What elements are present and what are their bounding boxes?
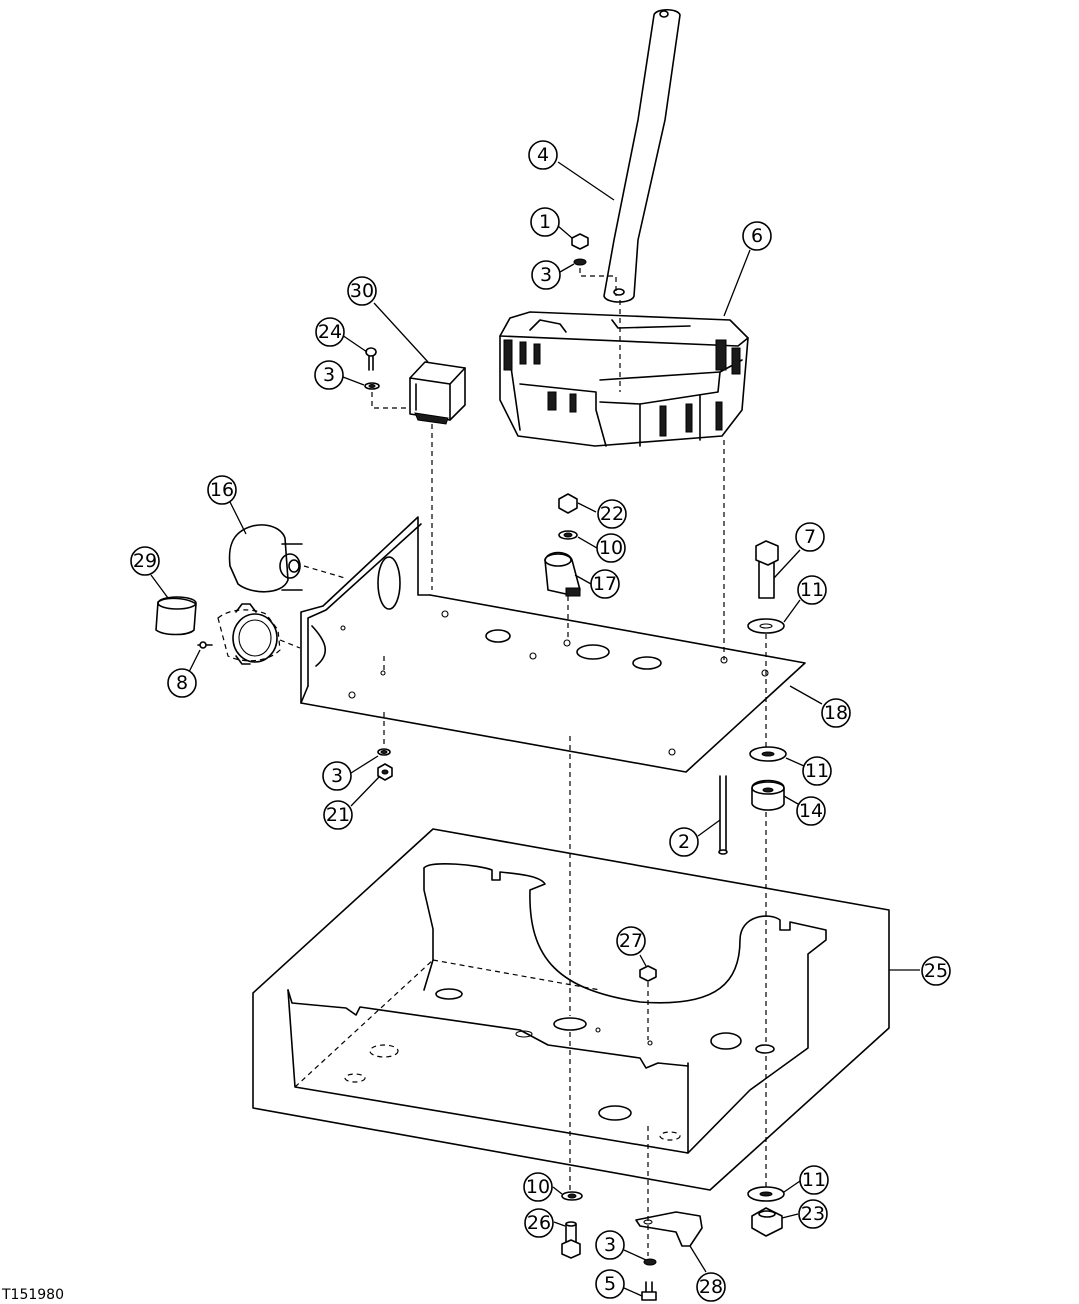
svg-text:11: 11 (802, 1169, 826, 1191)
part-24-screw (365, 347, 377, 371)
part-10-washer-top (558, 530, 578, 540)
part-27-nut (639, 965, 657, 982)
part-1-nut (571, 233, 589, 250)
part-6-control-unit (499, 311, 749, 447)
part-30-relay (409, 361, 466, 425)
svg-text:23: 23 (801, 1203, 825, 1225)
svg-text:6: 6 (751, 225, 763, 247)
part-21-nut (377, 763, 393, 781)
callout-26: 26 (524, 1208, 554, 1238)
svg-text:22: 22 (600, 503, 624, 525)
part-3-washer-relay (364, 382, 380, 390)
part-11-washer-bottom (747, 1186, 785, 1202)
callout-24: 24 (315, 317, 345, 347)
svg-text:30: 30 (350, 280, 374, 302)
callout-18: 18 (821, 698, 851, 728)
svg-text:3: 3 (331, 765, 343, 787)
assembly-lines (371, 268, 767, 1256)
part-7-bolt (755, 540, 779, 599)
callout-8: 8 (167, 668, 197, 698)
part-3-washer-plate (377, 748, 391, 756)
callout-10-bottom: 10 (523, 1172, 553, 1202)
svg-text:29: 29 (133, 550, 157, 572)
svg-text:4: 4 (537, 144, 549, 166)
callout-3-relay: 3 (314, 360, 344, 390)
part-11-washer-upper (747, 618, 785, 634)
callout-23: 23 (798, 1199, 828, 1229)
lower-tray (287, 863, 827, 1154)
callout-16: 16 (207, 475, 237, 505)
part-16-gauge (228, 524, 346, 593)
svg-text:16: 16 (210, 479, 234, 501)
callout-11-middle: 11 (802, 756, 832, 786)
part-23-nut (751, 1207, 783, 1237)
svg-text:11: 11 (800, 579, 824, 601)
part-11-washer-middle (749, 746, 787, 762)
figure-id-label: T151980 (2, 1287, 64, 1303)
callout-28: 28 (696, 1272, 726, 1302)
svg-text:25: 25 (924, 960, 948, 982)
callout-29: 29 (130, 546, 160, 576)
callout-10-top: 10 (596, 533, 626, 563)
callout-2: 2 (669, 827, 699, 857)
callout-1: 1 (530, 207, 560, 237)
part-28-bracket (635, 1211, 703, 1247)
callout-17: 17 (590, 569, 620, 599)
part-18-plate (300, 516, 806, 773)
callout-6: 6 (742, 221, 772, 251)
svg-text:24: 24 (318, 321, 342, 343)
svg-text:8: 8 (176, 672, 188, 694)
callout-11-bottom: 11 (799, 1165, 829, 1195)
part-14-isolator (751, 779, 785, 811)
part-10-washer-bottom (561, 1191, 583, 1201)
callout-4: 4 (528, 140, 558, 170)
callout-30: 30 (347, 276, 377, 306)
svg-text:28: 28 (699, 1276, 723, 1298)
callout-3-bottom: 3 (595, 1230, 625, 1260)
svg-text:26: 26 (527, 1212, 551, 1234)
svg-text:3: 3 (604, 1234, 616, 1256)
callout-3-plate: 3 (322, 761, 352, 791)
svg-text:21: 21 (326, 804, 350, 826)
callout-3-top: 3 (531, 260, 561, 290)
part-29-cap (155, 596, 197, 636)
svg-text:5: 5 (604, 1273, 616, 1295)
leader-lines (150, 161, 920, 1297)
svg-text:27: 27 (619, 930, 643, 952)
callout-25: 25 (921, 956, 951, 986)
part-5-screw (641, 1281, 657, 1301)
callout-27: 27 (616, 926, 646, 956)
svg-text:14: 14 (799, 800, 823, 822)
part-17-clamp (544, 551, 581, 597)
part-22-nut (558, 493, 578, 514)
part-3-washer-top (573, 258, 587, 266)
callout-5: 5 (595, 1269, 625, 1299)
svg-text:18: 18 (824, 702, 848, 724)
callout-7: 7 (795, 522, 825, 552)
svg-text:10: 10 (599, 537, 623, 559)
callout-11-upper: 11 (797, 575, 827, 605)
svg-text:11: 11 (805, 760, 829, 782)
svg-text:1: 1 (539, 211, 551, 233)
svg-text:17: 17 (593, 573, 617, 595)
svg-text:7: 7 (804, 526, 816, 548)
part-25-frame (252, 828, 890, 1191)
part-2-rod (718, 775, 728, 855)
callout-21: 21 (323, 800, 353, 830)
svg-text:10: 10 (526, 1176, 550, 1198)
part-4-lever (603, 8, 681, 303)
callout-22: 22 (597, 499, 627, 529)
svg-text:3: 3 (323, 364, 335, 386)
callout-14: 14 (796, 796, 826, 826)
connector-housing (197, 603, 301, 665)
svg-text:2: 2 (678, 831, 690, 853)
part-26-bolt (561, 1221, 581, 1259)
svg-text:3: 3 (540, 264, 552, 286)
part-3-washer-bottom (643, 1258, 657, 1266)
